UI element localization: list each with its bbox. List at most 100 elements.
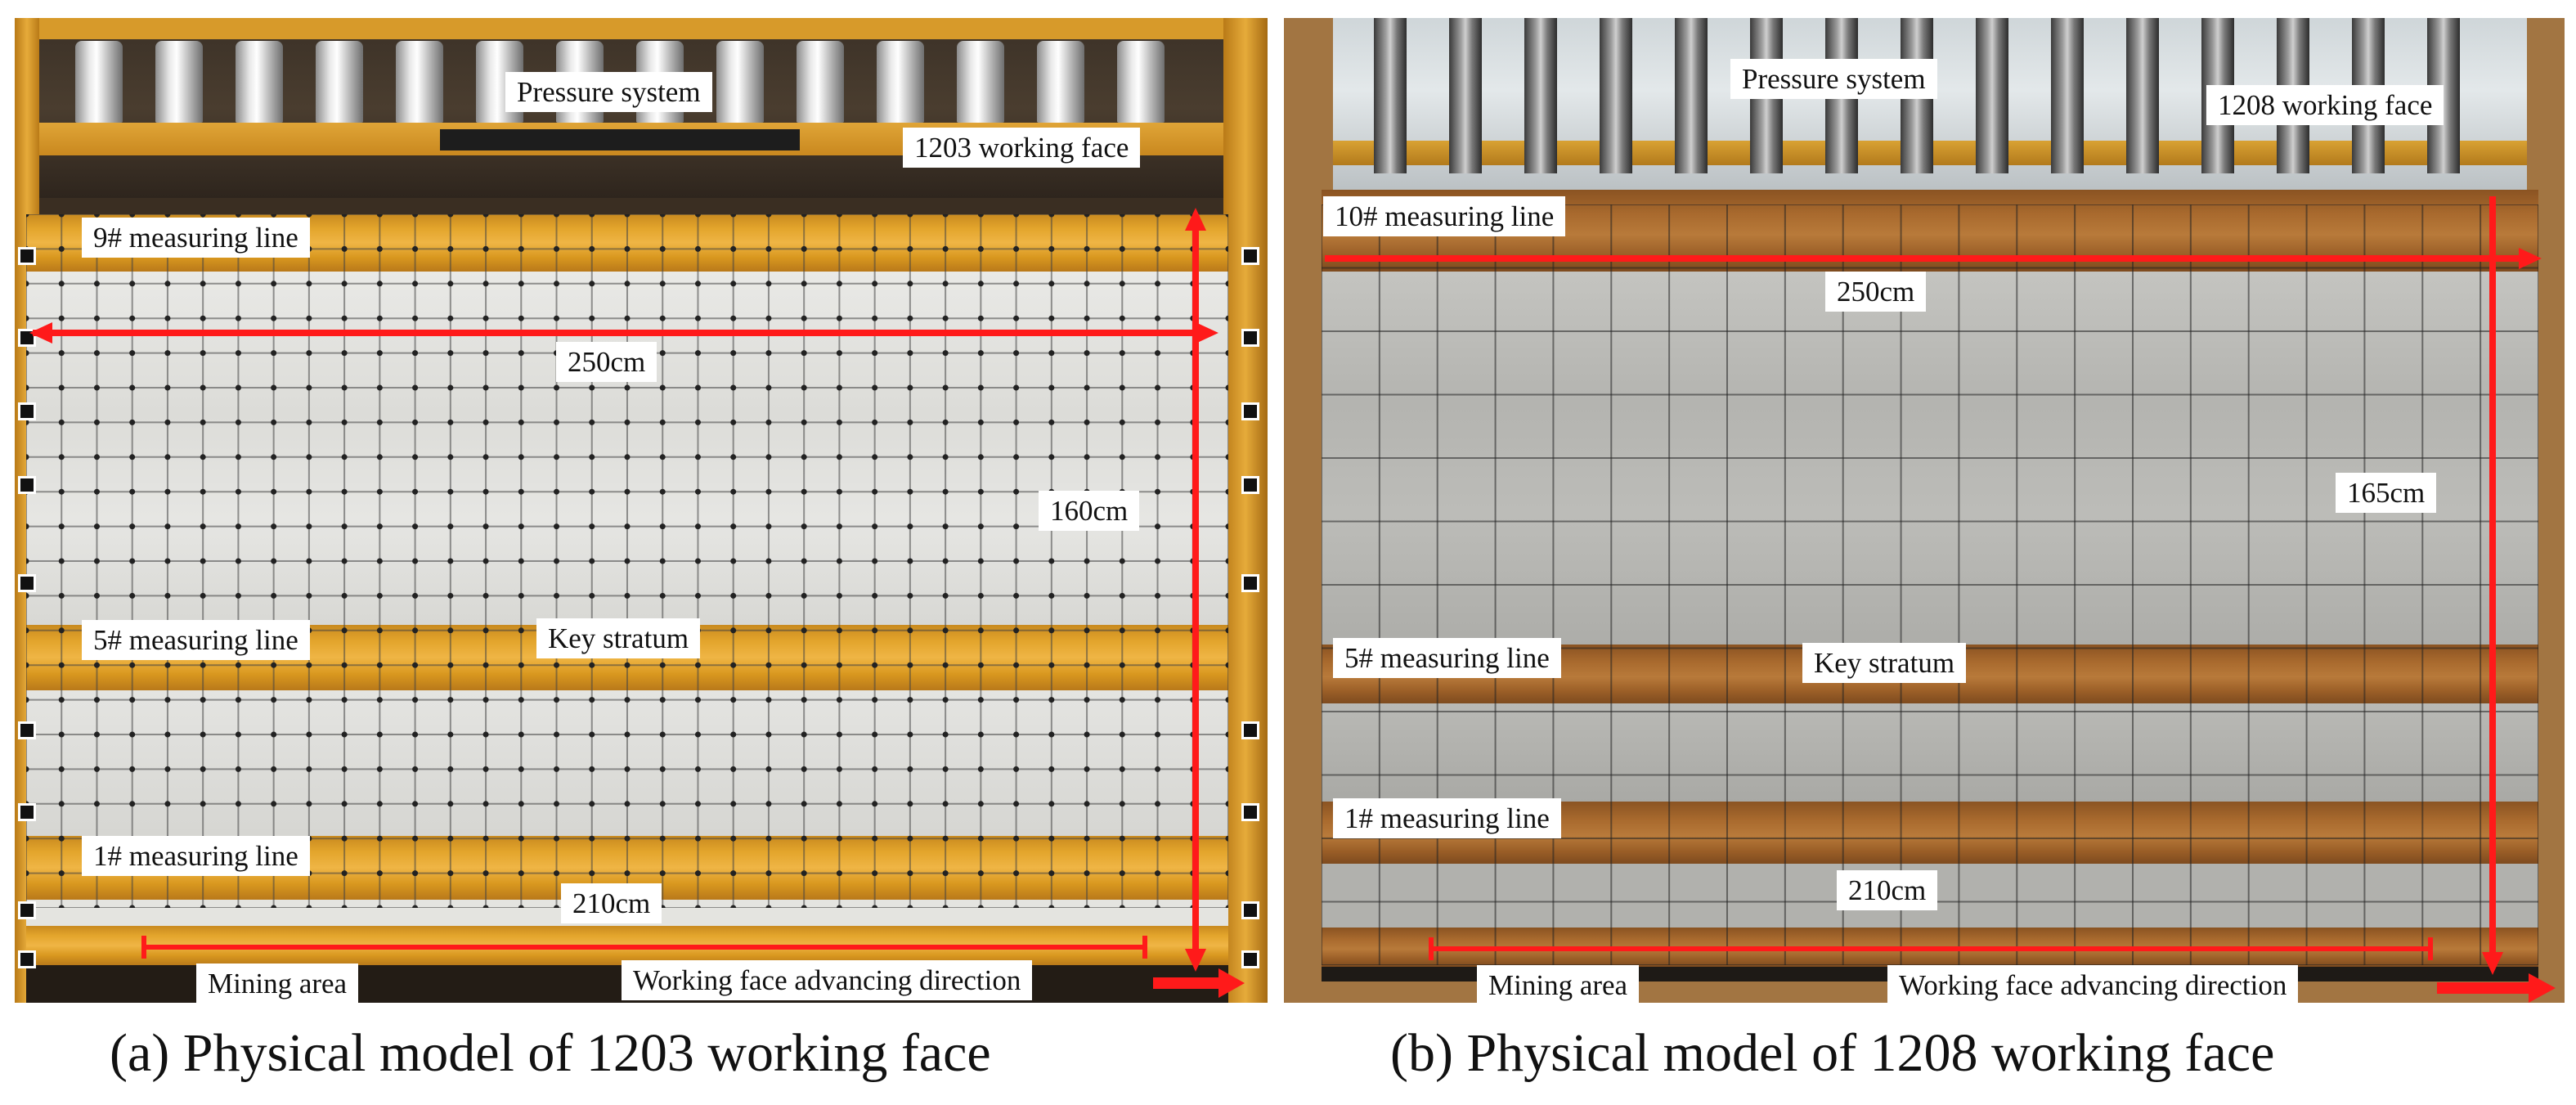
measuring-point [659,350,666,357]
measuring-point [341,662,348,668]
measuring-point [129,592,136,599]
measuring-point [694,523,701,530]
measuring-point [907,835,913,842]
measuring-point [376,592,383,599]
measuring-point [306,697,312,703]
measuring-point [1119,835,1125,842]
measuring-point [1119,350,1125,357]
measuring-point [412,801,419,807]
measuring-point [447,281,454,287]
measuring-point [164,731,171,738]
measuring-point [977,384,984,391]
measuring-point [730,905,737,908]
measuring-point [589,419,595,425]
measuring-point [1048,592,1055,599]
measuring-point [977,731,984,738]
measuring-point [1155,454,1161,460]
measuring-point [872,350,878,357]
measuring-point [942,662,949,668]
measuring-point [1119,662,1125,668]
measuring-point [765,801,772,807]
measuring-point [447,245,454,252]
measuring-point [659,592,666,599]
frame-marker [18,247,36,265]
measuring-point [836,281,842,287]
measuring-point [1155,731,1161,738]
measuring-point [412,350,419,357]
frame-marker [18,574,36,592]
measuring-point [1013,454,1020,460]
measuring-point [376,523,383,530]
measuring-point [164,905,171,908]
measuring-point [589,214,595,218]
measuring-point [1155,662,1161,668]
measuring-point [482,245,489,252]
measuring-point [836,315,842,321]
measuring-point [765,905,772,908]
measuring-point [872,384,878,391]
measuring-point [129,281,136,287]
measuring-point [306,350,312,357]
measuring-point [376,766,383,772]
measuring-point [836,766,842,772]
measuring-point [977,558,984,564]
measuring-point [659,488,666,495]
pressure-cylinder [1037,41,1084,123]
measuring-point [341,523,348,530]
pressure-cylinder [236,41,283,123]
measuring-point [482,419,489,425]
measuring-point [1013,835,1020,842]
label-mining-area: Mining area [1477,965,1640,1005]
measuring-point [1225,350,1228,357]
measuring-point [801,558,807,564]
measuring-point [93,662,100,668]
measuring-point [694,419,701,425]
measuring-point [1013,558,1020,564]
label-line-1: 1# measuring line [1333,798,1561,838]
measuring-point [235,766,241,772]
measuring-point [554,697,560,703]
measuring-point [129,905,136,908]
measuring-point [26,281,29,287]
measuring-point [200,801,206,807]
measuring-point [554,488,560,495]
measuring-point [872,731,878,738]
measuring-point [694,245,701,252]
measuring-point [872,488,878,495]
measuring-point [1225,627,1228,634]
measuring-point [164,697,171,703]
measuring-point [447,662,454,668]
measuring-point [58,870,65,877]
frame-marker [1241,574,1259,592]
measuring-point [554,731,560,738]
measuring-point [482,214,489,218]
measuring-point [694,281,701,287]
measuring-point [730,731,737,738]
measuring-point [872,558,878,564]
measuring-point [518,592,524,599]
measuring-point [1048,835,1055,842]
measuring-point [412,592,419,599]
measuring-point [907,905,913,908]
measuring-point [1084,835,1090,842]
measuring-point [836,488,842,495]
measuring-point [164,419,171,425]
measuring-point [482,835,489,842]
measuring-point [801,523,807,530]
measuring-point [341,315,348,321]
label-line-10: 10# measuring line [1323,196,1566,236]
measuring-point [765,870,772,877]
measuring-point [694,870,701,877]
measuring-point [1155,870,1161,877]
measuring-point [271,697,277,703]
measuring-point [482,488,489,495]
measuring-point [624,384,631,391]
measuring-point [589,281,595,287]
measuring-point [1225,731,1228,738]
measuring-point [554,766,560,772]
pressure-cylinder [1449,18,1482,173]
measuring-point [730,801,737,807]
measuring-point [1013,350,1020,357]
measuring-point [589,801,595,807]
measuring-point [1155,281,1161,287]
